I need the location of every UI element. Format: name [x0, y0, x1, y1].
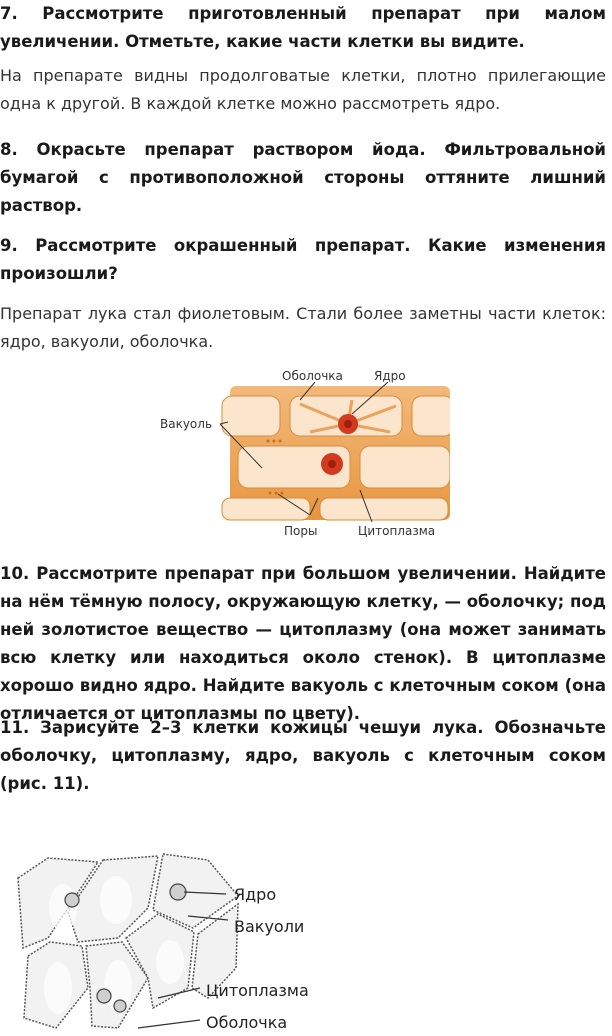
- label-membrane: Оболочка: [282, 369, 343, 383]
- label-membrane-2: Оболочка: [206, 1013, 287, 1032]
- pores-dots: [266, 439, 284, 495]
- question-11: 11. Зарисуйте 2–3 клетки кожицы чешуи лу…: [0, 718, 606, 793]
- cell: [319, 497, 449, 521]
- cell: [237, 445, 351, 489]
- label-cytoplasm-2: Цитоплазма: [206, 981, 309, 1000]
- cell: [221, 497, 311, 521]
- cell: [411, 395, 450, 437]
- question-10: 10. Рассмотрите препарат при большом уве…: [0, 564, 607, 723]
- label-pores: Поры: [284, 524, 317, 538]
- figure2-leader-lines: [137, 891, 229, 1029]
- label-nucleus-2: Ядро: [234, 885, 276, 904]
- nucleolus-1: [344, 420, 352, 428]
- cell: [221, 395, 281, 437]
- question-9: 9. Рассмотрите окрашенный препарат. Каки…: [0, 236, 606, 283]
- leader-lines: [219, 381, 389, 523]
- label-vacuoles: Вакуоли: [234, 917, 304, 936]
- label-nucleus: Ядро: [374, 369, 406, 383]
- nucleolus-2: [328, 460, 336, 468]
- answer-9: Препарат лука стал фиолетовым. Стали бол…: [0, 304, 606, 351]
- onion-cells-stained-figure: Оболочка Ядро Вакуоль Поры Цитоплазма: [160, 369, 450, 538]
- cell: [359, 445, 450, 489]
- question-8: 8. Окрасьте препарат раствором йода. Фил…: [0, 140, 606, 215]
- answer-7: На препарате видны продолговатые клетки,…: [0, 66, 606, 113]
- nuclei: [64, 883, 187, 1013]
- label-vacuole: Вакуоль: [160, 417, 212, 431]
- cell-outlines: [17, 853, 240, 1029]
- onion-skin-cells-drawing: Ядро Вакуоли Цитоплазма Оболочка: [17, 853, 309, 1032]
- label-cytoplasm: Цитоплазма: [358, 524, 435, 538]
- question-7: 7. Рассмотрите приготовленный препарат п…: [0, 4, 606, 51]
